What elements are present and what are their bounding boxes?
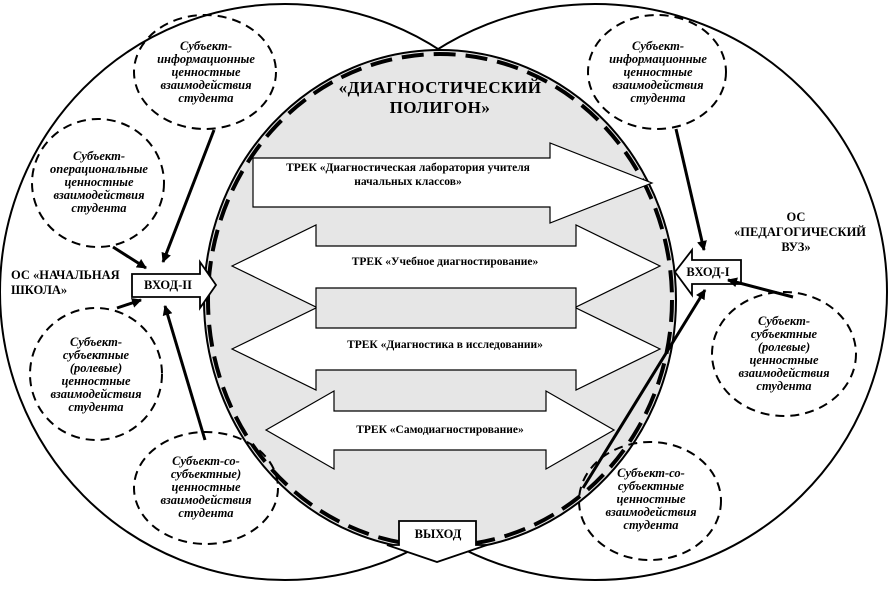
right-node-2-circle — [711, 291, 857, 417]
right-connector-2 — [727, 277, 794, 299]
track-2-arrow — [230, 224, 662, 308]
left-connector-1 — [161, 129, 216, 263]
left-connector-3 — [116, 298, 142, 310]
polygon-title: «ДИАГНОСТИЧЕСКИЙ ПОЛИГОН» — [338, 78, 542, 117]
track-3-arrow — [230, 307, 662, 391]
left-node-1-text: Субъект-информационные ценностные взаимо… — [157, 39, 255, 105]
entry-right-label: ВХОД-I — [686, 265, 730, 279]
right-node-1-circle — [587, 14, 727, 130]
os-right-label: ОС «ПЕДАГОГИЧЕСКИЙ ВУЗ» — [734, 210, 867, 254]
right-node-3-circle — [578, 441, 722, 561]
track-1-label: ТРЕК «Диагностическая лаборатория учител… — [286, 162, 530, 188]
track-1-arrow — [252, 142, 654, 224]
left-node-3-text: Субъект-субъектные (ролевые) ценностные … — [50, 335, 142, 414]
track-2-label: ТРЕК «Учебное диагностирование» — [351, 256, 539, 268]
left-node-3-circle — [29, 307, 163, 441]
left-connector-4 — [162, 305, 207, 441]
right-connector-1 — [674, 128, 707, 251]
left-node-4-text: Субъект-со-субъектные) ценностные взаимо… — [160, 454, 252, 520]
polygon-dashed-ring — [206, 52, 674, 548]
left-node-2-circle — [31, 118, 165, 248]
entry-left-arrow — [131, 259, 218, 311]
entry-left-label: ВХОД-II — [143, 278, 192, 292]
track-4-arrow — [264, 389, 616, 471]
track-3-label: ТРЕК «Диагностика в исследовании» — [347, 339, 543, 351]
left-node-1-circle — [133, 14, 277, 130]
os-left-label: ОС «НАЧАЛЬНАЯ ШКОЛА» — [11, 268, 120, 297]
left-node-2-text: Субъект-операциональные ценностные взаим… — [50, 149, 148, 215]
exit-label: ВЫХОД — [414, 527, 462, 541]
left-connector-2 — [112, 245, 147, 270]
right-node-1-text: Субъект-информационные ценностные взаимо… — [609, 39, 707, 105]
left-node-4-circle — [133, 431, 279, 545]
track-4-label: ТРЕК «Самодиагностирование» — [356, 424, 524, 436]
right-connector-3 — [581, 289, 707, 489]
exit-arrow — [386, 520, 488, 563]
right-node-3-text: Субъект-со-субъектные ценностные взаимод… — [605, 466, 697, 532]
right-node-2-text: Субъект-субъектные (ролевые) ценностные … — [738, 314, 830, 393]
